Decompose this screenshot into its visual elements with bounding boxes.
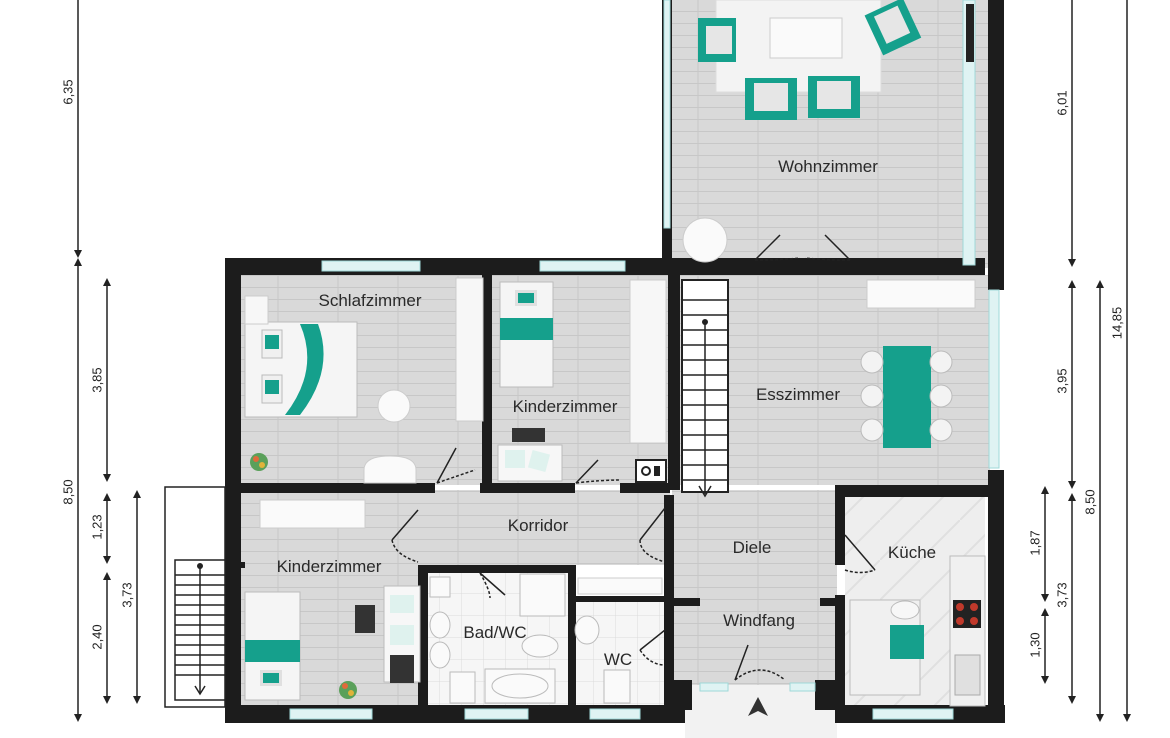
window-wc	[589, 708, 641, 720]
staircase-outer	[164, 486, 226, 708]
dimension-label: 2,40	[89, 624, 105, 650]
room-label-korridor: Korridor	[507, 516, 569, 535]
dimension-label: 1,30	[1027, 632, 1043, 658]
window-wohn-right	[962, 0, 976, 266]
kids-room-1-furniture	[497, 279, 667, 483]
dimension-label: 3,95	[1054, 368, 1070, 394]
plant-1	[250, 453, 268, 471]
window-kueche	[872, 708, 954, 720]
dimension-label: 6,01	[1054, 90, 1070, 116]
living-furniture	[682, 0, 974, 263]
room-label-bad-wc: Bad/WC	[463, 623, 527, 642]
dimension-label: 14,85	[1109, 306, 1125, 340]
room-label-wohnzimmer: Wohnzimmer	[778, 157, 878, 176]
room-label-kinderzimmer-2: Kinderzimmer	[276, 557, 382, 576]
dining-table	[883, 346, 931, 448]
stool	[377, 389, 411, 423]
window-kinder-2	[289, 708, 373, 720]
kitchen-fixtures	[849, 555, 986, 707]
bathroom-fixtures	[429, 573, 566, 704]
dimension-label: 8,50	[1082, 489, 1098, 515]
coffee-table	[769, 17, 843, 59]
windows	[289, 0, 1000, 720]
round-table	[682, 217, 728, 263]
wc-fixtures	[574, 615, 631, 704]
dimension-label: 3,73	[1054, 582, 1070, 608]
room-label-schlafzimmer: Schlafzimmer	[318, 291, 422, 310]
window-wohn-left	[663, 0, 671, 229]
room-label-wc: WC	[603, 650, 633, 669]
dimension-label: 8,50	[60, 479, 76, 505]
sink	[954, 654, 981, 696]
bedroom-furniture	[244, 277, 484, 484]
wardrobe-2	[629, 279, 667, 444]
room-label-kueche: Küche	[887, 543, 937, 562]
window-kinder-1	[539, 260, 626, 272]
kitchen-island	[890, 625, 924, 659]
room-label-esszimmer: Esszimmer	[755, 385, 841, 404]
dimension-lines	[74, 0, 1131, 722]
room-label-windfang: Windfang	[723, 611, 795, 630]
dimension-label: 3,85	[89, 367, 105, 393]
window-windfang-r	[789, 682, 816, 692]
window-ess	[988, 289, 1000, 469]
sideboard	[866, 279, 976, 309]
floor-diele	[672, 490, 837, 600]
kids-room-2-furniture	[244, 585, 421, 701]
window-bad	[464, 708, 529, 720]
dimension-label: 1,23	[89, 514, 105, 540]
tv	[966, 4, 974, 62]
dimension-label: 1,87	[1027, 530, 1043, 556]
room-label-kinderzimmer-1: Kinderzimmer	[512, 397, 618, 416]
dimension-label: 3,73	[119, 582, 135, 608]
shower	[519, 573, 566, 617]
doors	[391, 234, 876, 681]
wardrobe	[455, 277, 484, 422]
room-label-diele: Diele	[732, 538, 772, 557]
dimension-label: 6,35	[60, 79, 76, 105]
window-windfang-l	[699, 682, 729, 692]
window-schlaf	[321, 260, 421, 272]
plant-2	[339, 681, 357, 699]
dining-furniture	[860, 279, 976, 448]
staircase-inner	[681, 279, 729, 498]
entrance-arrow	[748, 697, 768, 716]
corridor-furniture	[259, 499, 663, 595]
